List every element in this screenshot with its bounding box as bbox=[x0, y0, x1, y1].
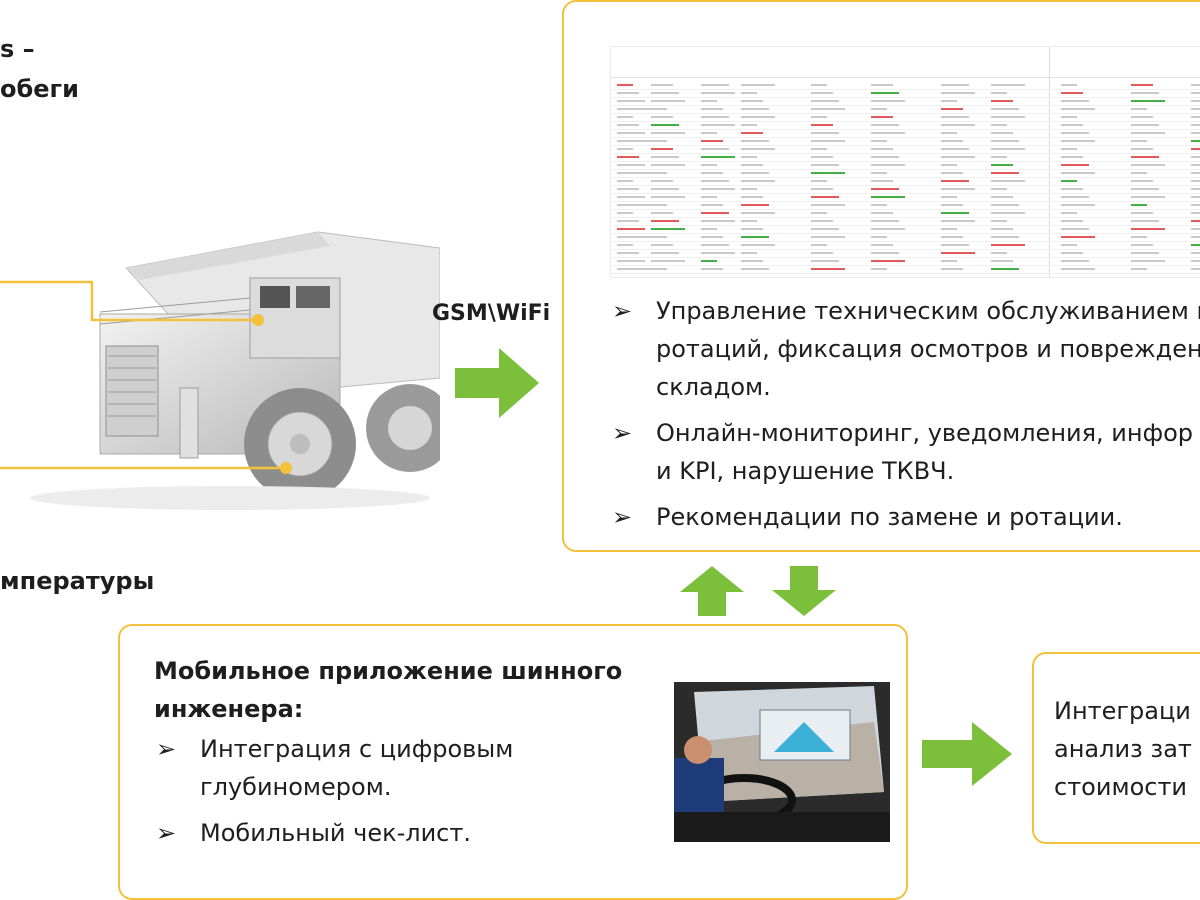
feature-line: Мобильный чек-лист. bbox=[200, 819, 471, 847]
mobile-title-line: Мобильное приложение шинного bbox=[154, 657, 623, 685]
left-fragment-line-2: обеги bbox=[0, 75, 79, 103]
dashboard-row bbox=[611, 249, 1200, 258]
mobile-title-line: инженера: bbox=[154, 695, 304, 723]
dashboard-row bbox=[611, 217, 1200, 226]
dashboard-row bbox=[611, 241, 1200, 250]
dashboard-row bbox=[611, 265, 1200, 274]
feature-line: глубиномером. bbox=[200, 773, 392, 801]
dashboard-row bbox=[611, 81, 1200, 90]
dashboard-row bbox=[611, 225, 1200, 234]
arrowhead-bullet-icon: ➢ bbox=[156, 735, 177, 763]
arrow-right-to-platform-icon bbox=[455, 348, 539, 418]
platform-feature-item: ➢ Управление техническим обслуживанием ш… bbox=[610, 292, 1200, 406]
dashboard-row bbox=[611, 153, 1200, 162]
arrow-down-icon bbox=[772, 566, 836, 616]
dashboard-row bbox=[611, 113, 1200, 122]
feature-line: складом. bbox=[656, 373, 771, 401]
platform-feature-item: ➢ Онлайн-мониторинг, уведомления, инфор … bbox=[610, 414, 1200, 490]
arrow-up-icon bbox=[680, 566, 744, 616]
integration-line: стоимости bbox=[1054, 773, 1188, 801]
left-fragment-line-1: s – bbox=[0, 35, 35, 63]
dashboard-row bbox=[611, 169, 1200, 178]
feature-line: и KPI, нарушение ТКВЧ. bbox=[656, 457, 955, 485]
dashboard-row bbox=[611, 137, 1200, 146]
feature-line: Управление техническим обслуживанием ш bbox=[656, 297, 1200, 325]
gsm-wifi-label: GSM\WiFi bbox=[432, 301, 551, 326]
mobile-feature-item: ➢ Интеграция с цифровым глубиномером. bbox=[154, 730, 634, 806]
dashboard-row bbox=[611, 161, 1200, 170]
arrow-right-to-integration-icon bbox=[922, 722, 1012, 786]
integration-line: Интеграци bbox=[1054, 697, 1191, 725]
feature-line: Онлайн-мониторинг, уведомления, инфор bbox=[656, 419, 1194, 447]
mobile-feature-list: ➢ Интеграция с цифровым глубиномером. ➢ … bbox=[154, 730, 634, 852]
platform-feature-list: ➢ Управление техническим обслуживанием ш… bbox=[610, 292, 1200, 536]
dashboard-row bbox=[611, 177, 1200, 186]
integration-text: Интеграци анализ зат стоимости bbox=[1054, 692, 1192, 806]
dashboard-row bbox=[611, 129, 1200, 138]
platform-dashboard-screenshot bbox=[610, 46, 1200, 278]
feature-line: ротаций, фиксация осмотров и повреждени bbox=[656, 335, 1200, 363]
feature-line: Интеграция с цифровым bbox=[200, 735, 514, 763]
platform-feature-item: ➢ Рекомендации по замене и ротации. bbox=[610, 498, 1200, 536]
dashboard-row bbox=[611, 89, 1200, 98]
arrowhead-bullet-icon: ➢ bbox=[612, 419, 633, 447]
dashboard-row bbox=[611, 97, 1200, 106]
arrowhead-bullet-icon: ➢ bbox=[612, 503, 633, 531]
mining-truck-image bbox=[30, 231, 440, 510]
dashboard-row bbox=[611, 257, 1200, 266]
dashboard-row bbox=[611, 193, 1200, 202]
mobile-feature-item: ➢ Мобильный чек-лист. bbox=[154, 814, 634, 852]
sensor-connectors bbox=[0, 280, 292, 474]
integration-line: анализ зат bbox=[1054, 735, 1192, 763]
arrowhead-bullet-icon: ➢ bbox=[156, 819, 177, 847]
mobile-app-title: Мобильное приложение шинного инженера: bbox=[154, 652, 622, 728]
left-fragment-bottom: мпературы bbox=[0, 567, 155, 595]
dashboard-row bbox=[611, 185, 1200, 194]
dashboard-row bbox=[611, 209, 1200, 218]
mobile-app-box: Мобильное приложение шинного инженера: ➢… bbox=[118, 624, 908, 900]
driver-cab-photo bbox=[674, 682, 890, 842]
integration-box: Интеграци анализ зат стоимости bbox=[1032, 652, 1200, 844]
dashboard-row bbox=[611, 105, 1200, 114]
dashboard-row bbox=[611, 201, 1200, 210]
dashboard-row bbox=[611, 121, 1200, 130]
feature-line: Рекомендации по замене и ротации. bbox=[656, 503, 1123, 531]
dashboard-row bbox=[611, 233, 1200, 242]
platform-box: ➢ Управление техническим обслуживанием ш… bbox=[562, 0, 1200, 552]
dashboard-row bbox=[611, 145, 1200, 154]
arrowhead-bullet-icon: ➢ bbox=[612, 297, 633, 325]
